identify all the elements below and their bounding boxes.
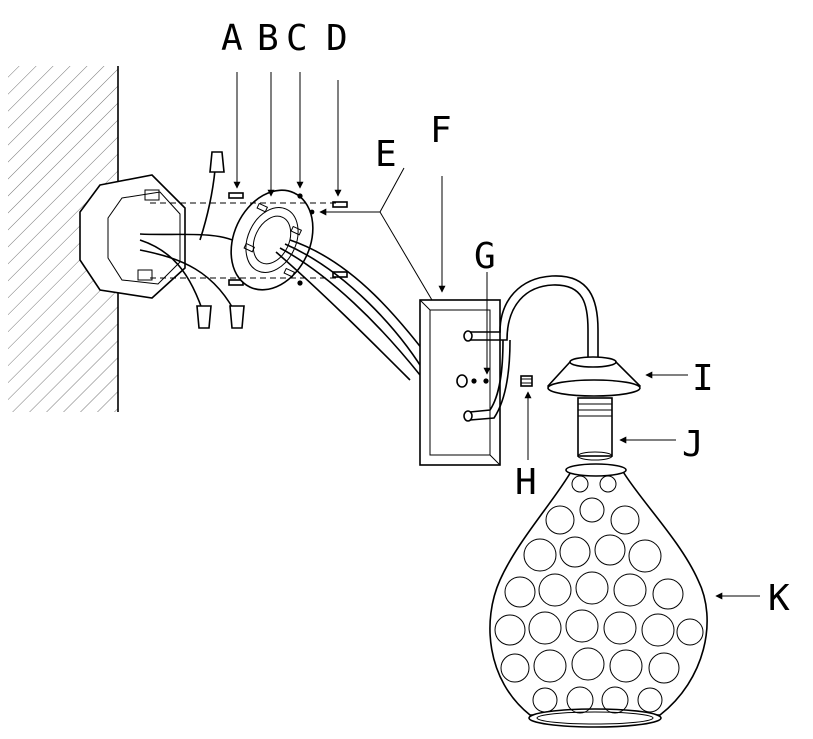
label-k: K <box>768 578 790 619</box>
label-j: J <box>682 424 704 465</box>
backplate-fasteners <box>456 374 533 388</box>
label-d: D <box>326 18 348 59</box>
gooseneck-arm <box>463 275 599 422</box>
alignment-lines <box>150 202 340 279</box>
fixture-wires <box>275 239 441 381</box>
shade-texture <box>494 475 704 714</box>
label-g: G <box>474 236 496 277</box>
label-a: A <box>221 18 243 59</box>
junction-box <box>79 174 186 299</box>
label-i: I <box>692 358 714 399</box>
part-labels: A B C D E F G H I J K <box>221 18 790 619</box>
label-b: B <box>257 18 279 59</box>
leader-arrows <box>233 72 760 600</box>
mounting-plate <box>230 189 314 291</box>
label-e: E <box>375 134 397 175</box>
glass-shade <box>489 463 708 728</box>
wire-connectors <box>196 151 245 329</box>
socket <box>577 397 613 461</box>
label-h: H <box>515 462 537 503</box>
canopy <box>547 356 641 397</box>
label-f: F <box>430 110 452 151</box>
label-c: C <box>286 18 308 59</box>
nut-washer <box>297 193 315 286</box>
